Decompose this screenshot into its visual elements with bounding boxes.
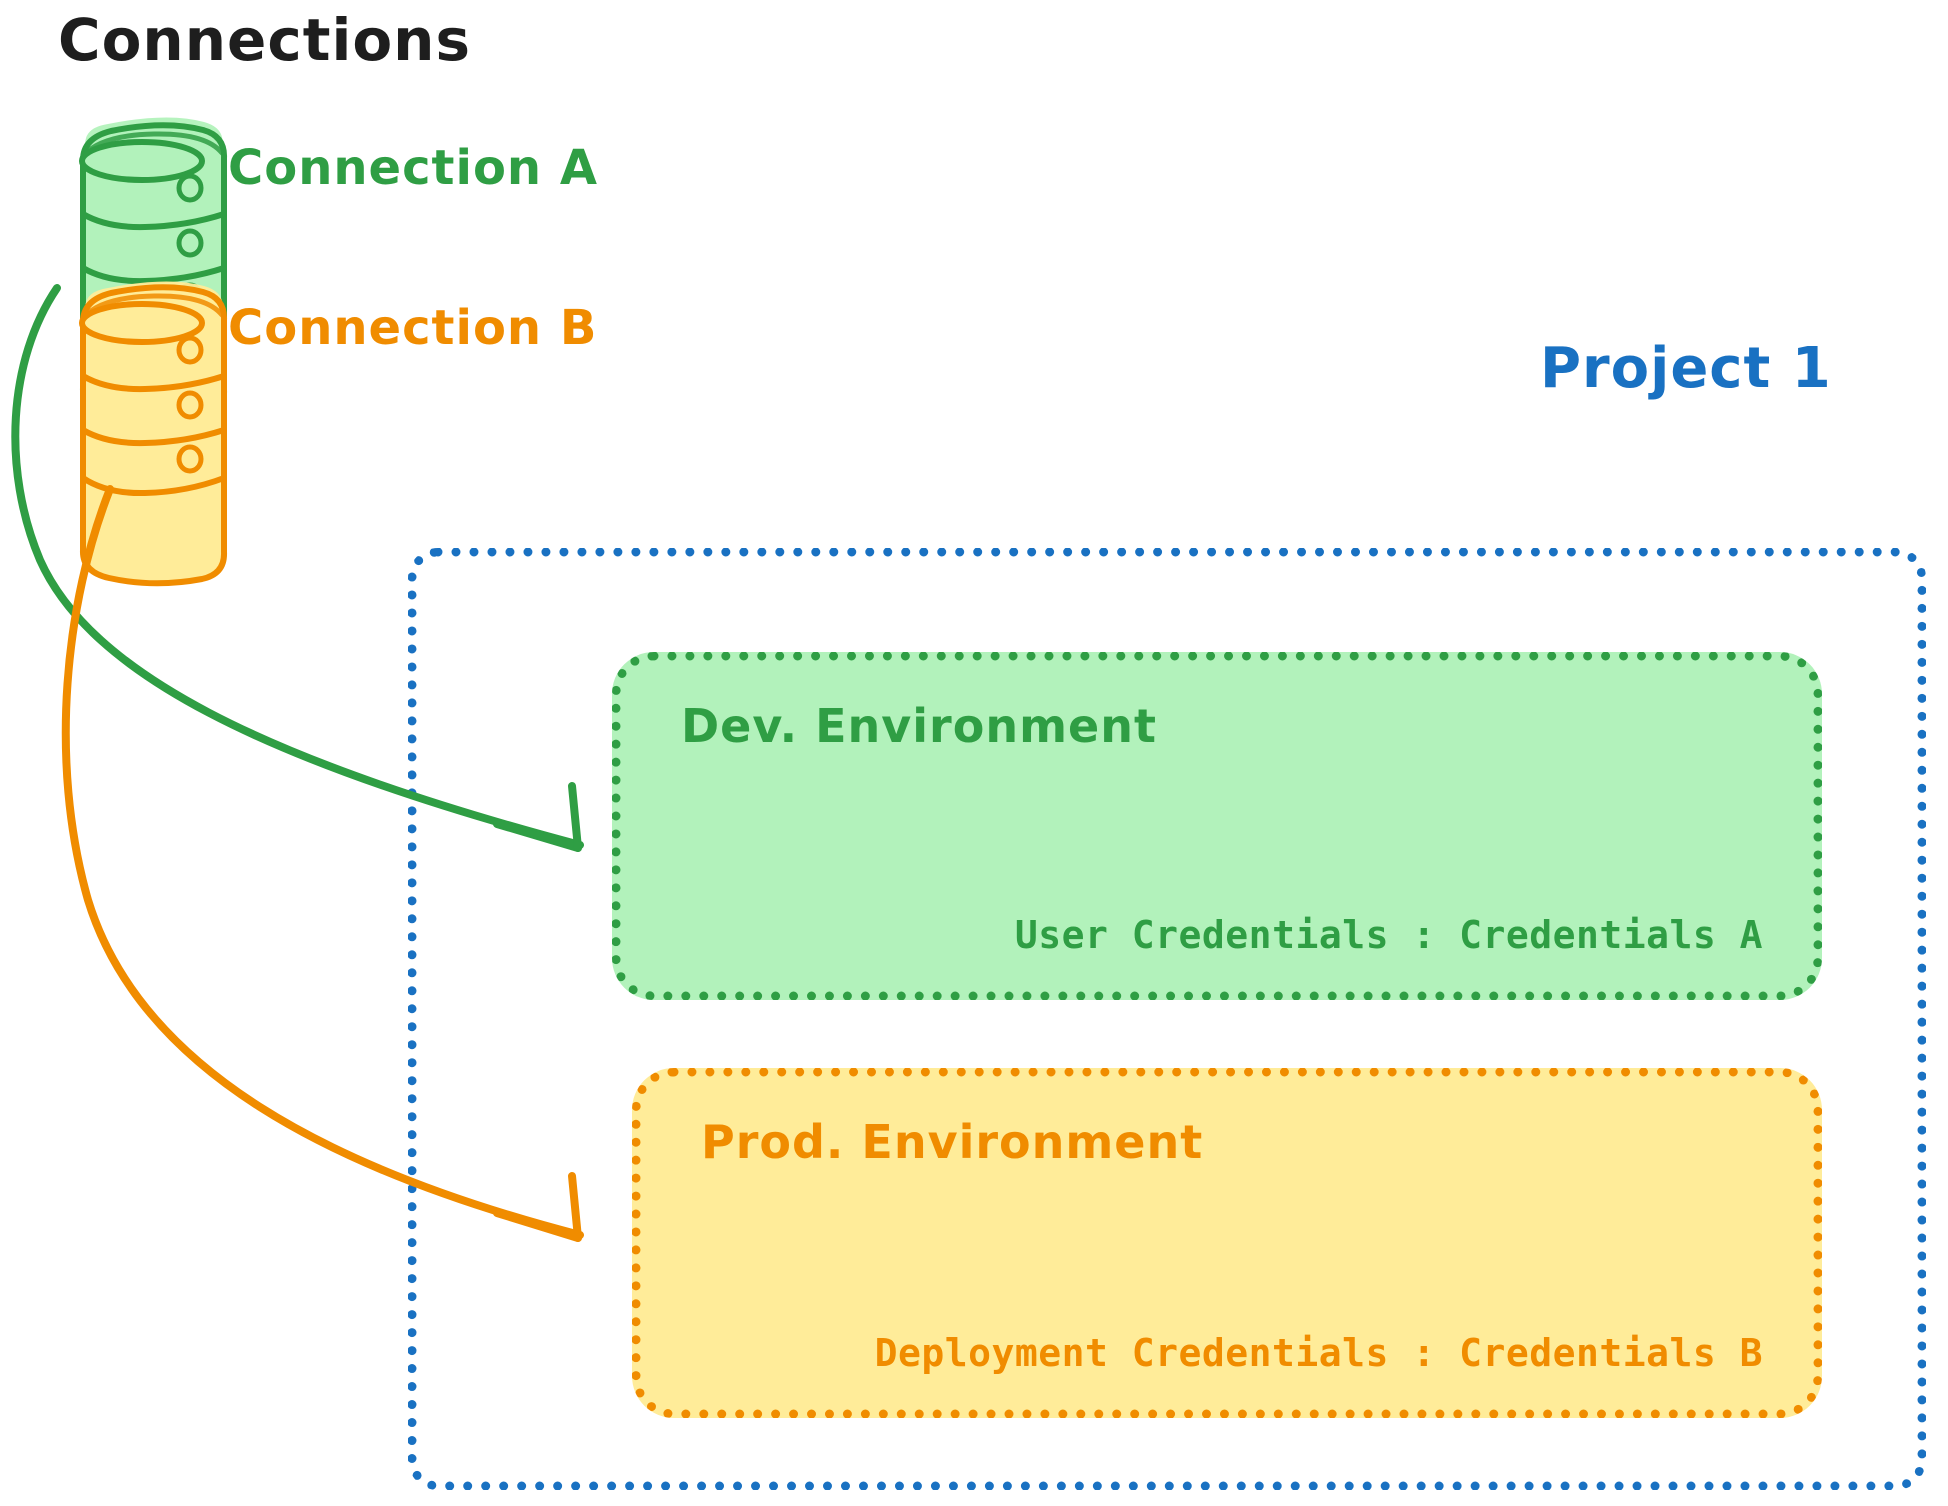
dev-environment-credentials: User Credentials : Credentials A	[1014, 913, 1763, 957]
dev-environment-title: Dev. Environment	[681, 699, 1157, 753]
prod-environment-credentials: Deployment Credentials : Credentials B	[874, 1331, 1763, 1375]
prod-environment-box[interactable]: Prod. Environment Deployment Credentials…	[632, 1068, 1822, 1418]
prod-environment-title: Prod. Environment	[701, 1115, 1204, 1169]
database-icon-connection-a[interactable]	[79, 117, 228, 425]
project-title: Project 1	[1540, 336, 1832, 401]
connection-b-label: Connection B	[228, 300, 598, 356]
dev-environment-box[interactable]: Dev. Environment User Credentials : Cred…	[612, 652, 1822, 1000]
database-icon-connection-b[interactable]	[79, 281, 228, 587]
connection-a-label: Connection A	[228, 140, 598, 196]
connections-heading: Connections	[58, 6, 471, 74]
